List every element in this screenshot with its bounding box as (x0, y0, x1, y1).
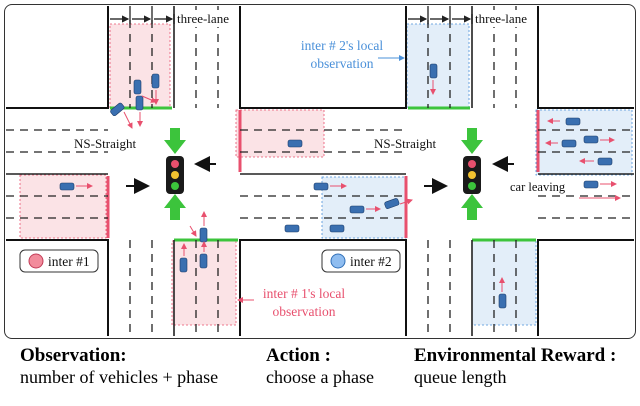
car (135, 95, 144, 111)
inter2-lane-label: three-lane (475, 11, 527, 26)
car (59, 182, 75, 191)
action-text: choose a phase (266, 367, 374, 387)
car (349, 205, 365, 214)
approach-arrows (126, 156, 514, 194)
car (561, 139, 577, 148)
car (565, 117, 581, 126)
inter1-traffic-light (166, 156, 184, 194)
inter2-phase-label: NS-Straight (374, 136, 437, 151)
observation-section: Observation: number of vehicles + phase (20, 345, 218, 388)
inter1-observation-label-2: observation (273, 304, 336, 319)
car (498, 293, 507, 309)
car (179, 257, 188, 273)
inter1-phase-label: NS-Straight (74, 136, 137, 151)
inter2-observation-label-1: inter # 2's local (301, 38, 384, 53)
reward-text: queue length (414, 367, 507, 387)
car (110, 102, 125, 117)
car (597, 157, 613, 166)
reward-title: Environmental Reward : (414, 345, 617, 366)
inter2-legend-label: inter #2 (350, 254, 392, 269)
car (199, 227, 208, 243)
car (199, 253, 208, 269)
car (329, 224, 345, 233)
car (583, 180, 599, 189)
car (429, 63, 438, 79)
observation-text: number of vehicles + phase (20, 367, 219, 387)
vehicle-motion-arrows (76, 80, 621, 292)
green-phase-arrows (164, 128, 483, 220)
inter2-traffic-light (463, 156, 481, 194)
diagram-frame (4, 4, 636, 339)
inter2-observation-label-2: observation (311, 56, 374, 71)
observation-title: Observation: (20, 345, 127, 366)
inter1-lane-label: three-lane (177, 11, 229, 26)
car (151, 73, 160, 89)
car (583, 135, 599, 144)
inter1-observation-label-1: inter # 1's local (263, 286, 346, 301)
car (313, 182, 329, 191)
lane-width-markers (107, 14, 473, 24)
inter1-legend: inter #1 (19, 249, 99, 273)
footer: Observation: number of vehicles + phase … (0, 345, 640, 405)
inter2-legend: inter #2 (321, 249, 401, 273)
car (287, 139, 303, 148)
action-title: Action : (266, 345, 331, 366)
car (133, 79, 142, 95)
action-section: Action : choose a phase (266, 345, 374, 388)
car (284, 224, 300, 233)
vehicles (59, 63, 613, 309)
car-leaving-label: car leaving (510, 180, 566, 194)
reward-section: Environmental Reward : queue length (414, 345, 616, 388)
car (384, 198, 400, 209)
road-borders (6, 6, 634, 336)
inter1-legend-label: inter #1 (48, 254, 90, 269)
